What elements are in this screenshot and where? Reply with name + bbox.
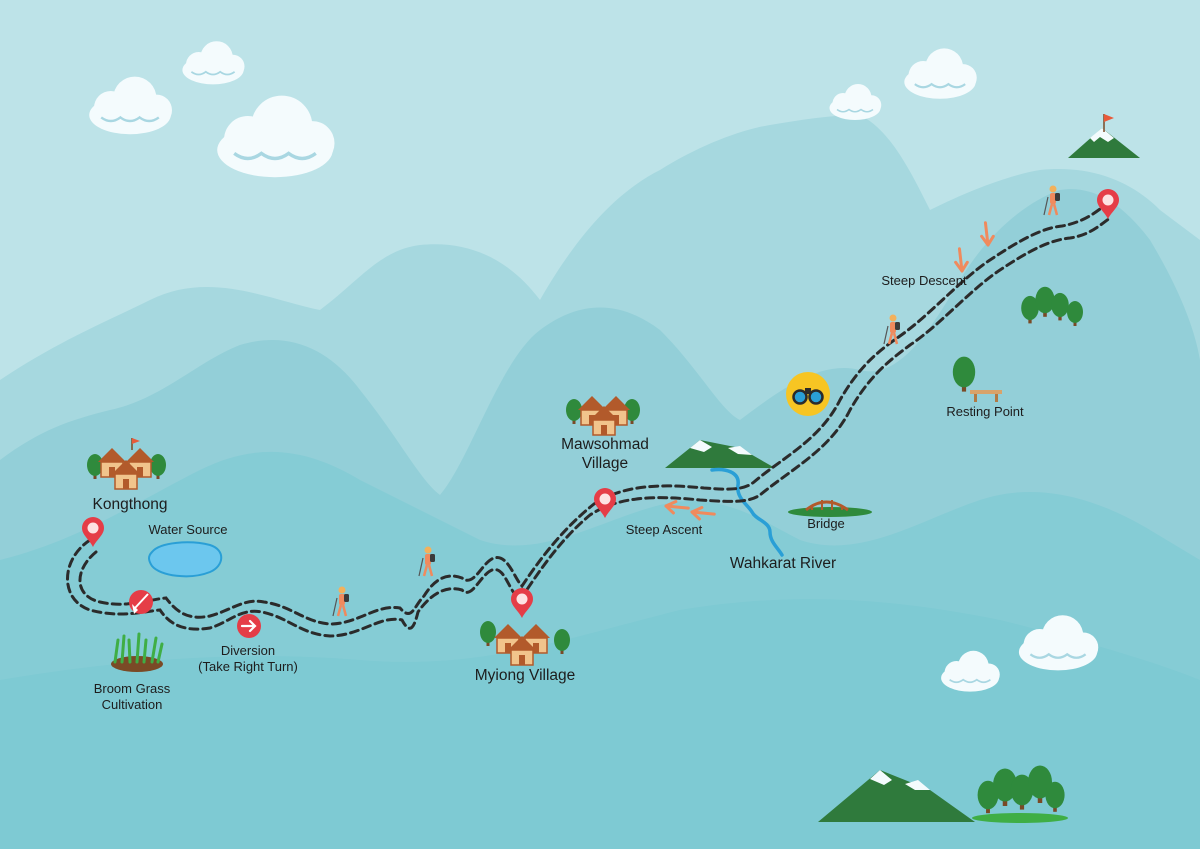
place-label-steep-descent: Steep Descent <box>881 273 967 288</box>
place-label-kongthong: Kongthong <box>92 496 168 513</box>
place-label-wahkarat-river: Wahkarat River <box>729 555 837 572</box>
place-label-mawsohmad-village: Mawsohmad Village <box>561 436 649 472</box>
place-label-myiong-village: Myiong Village <box>474 667 576 684</box>
trail-path <box>66 204 1112 638</box>
village-icon <box>87 438 166 490</box>
wahkarat-river <box>710 467 784 557</box>
mountain-patch <box>665 440 775 468</box>
place-label-water-source: Water Source <box>148 522 228 537</box>
place-label-resting-point: Resting Point <box>946 404 1024 419</box>
place-label-steep-ascent: Steep Ascent <box>625 522 703 537</box>
bridge-icon <box>788 500 872 517</box>
water-source-lake <box>148 541 223 578</box>
right-arrow-icon <box>237 614 261 638</box>
mountain-forest-scene <box>818 765 1068 823</box>
flag-icon <box>132 438 140 444</box>
broom-icon <box>129 590 153 614</box>
resting-point-bench <box>952 356 1002 402</box>
place-label-broom-grass: Broom Grass Cultivation <box>93 681 171 712</box>
broom-grass-clump <box>111 632 164 672</box>
summit-peak <box>1068 114 1140 158</box>
binoculars-icon <box>786 372 830 416</box>
place-label-bridge: Bridge <box>807 516 845 531</box>
place-label-diversion: Diversion (Take Right Turn) <box>198 643 298 674</box>
flag-icon <box>1104 114 1114 122</box>
